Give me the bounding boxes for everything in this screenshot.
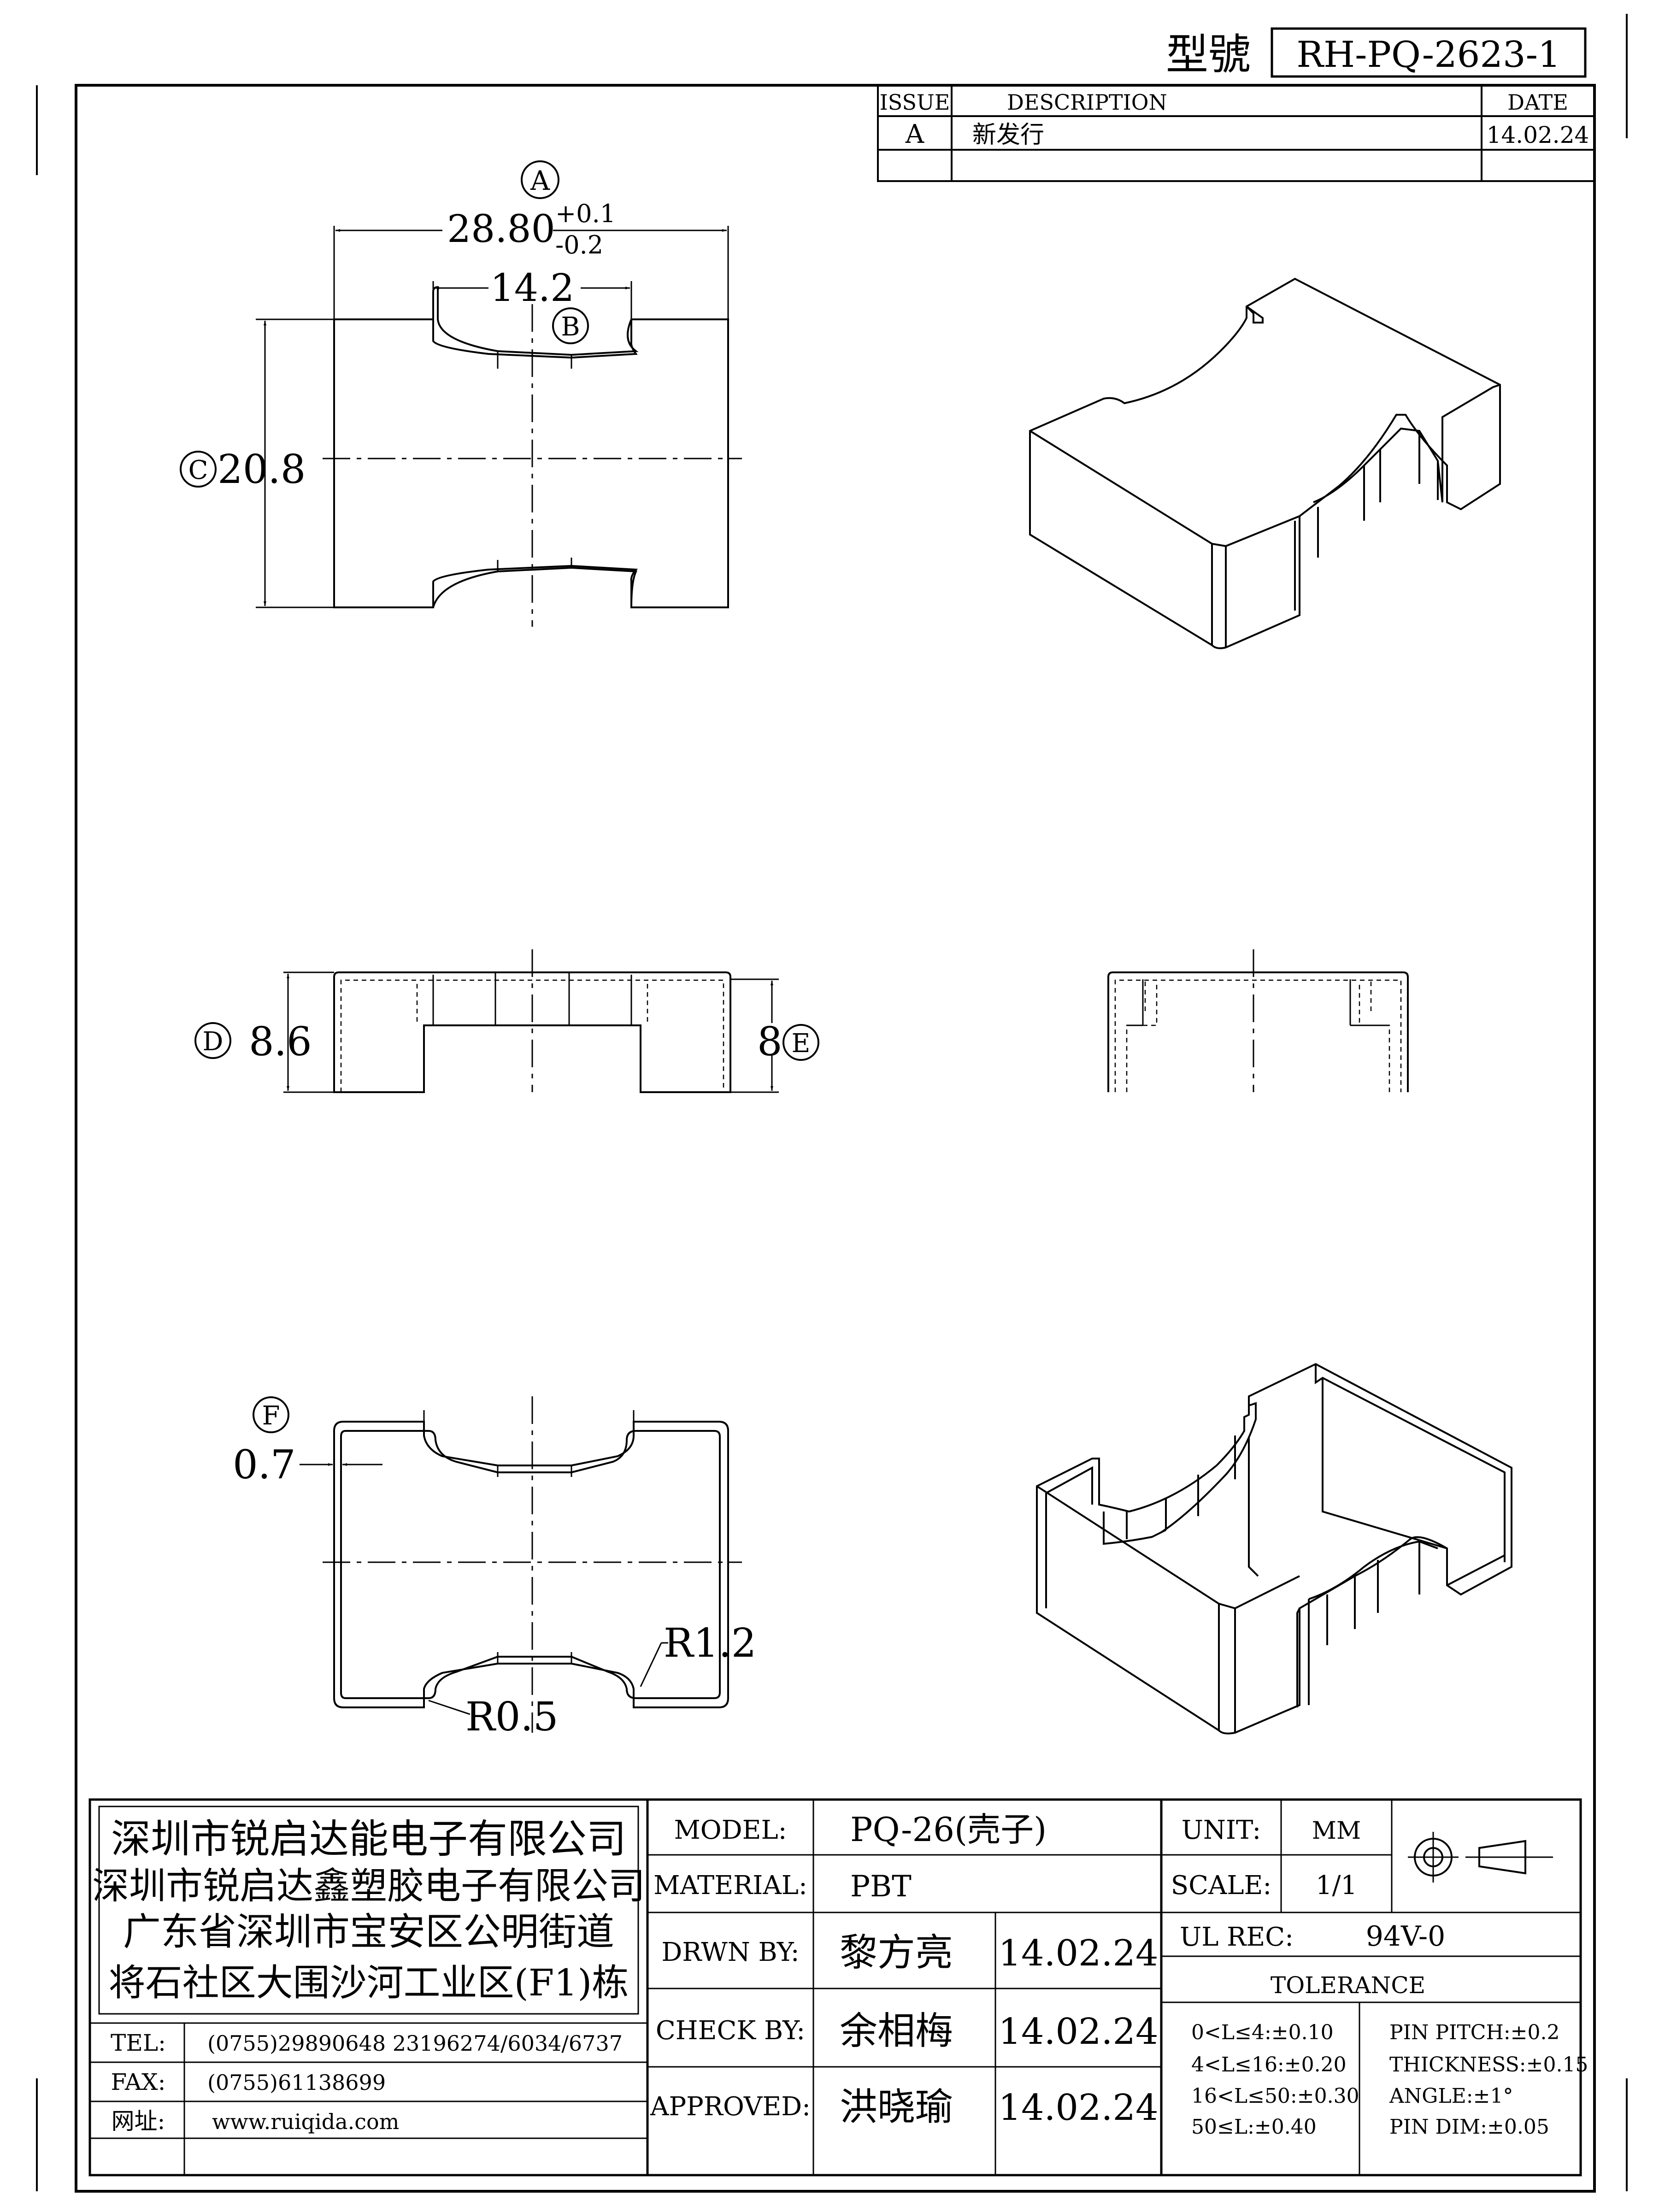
- projection-symbol: [1408, 1832, 1553, 1883]
- revision-col-date: DATE: [1507, 90, 1568, 115]
- bottom-view: F 0.7 R1.2 R0.5: [233, 1396, 757, 1740]
- radius-outer: R1.2: [664, 1620, 757, 1666]
- drawn-label: DRWN BY:: [661, 1937, 799, 1967]
- tolerance-label: TOLERANCE: [1271, 1972, 1425, 1999]
- callout-e: E: [792, 1029, 811, 1059]
- fax-value: (0755)61138699: [207, 2070, 386, 2095]
- dim-inner-height: 8: [757, 1019, 782, 1065]
- dim-wall-thickness: 0.7: [233, 1442, 296, 1488]
- scale-value: 1/1: [1316, 1871, 1357, 1900]
- drawn-date: 14.02.24: [998, 1933, 1158, 1974]
- drawn-by: 黎方亮: [840, 1931, 953, 1975]
- isometric-view-bottom: [1036, 1363, 1512, 1735]
- radius-inner: R0.5: [465, 1694, 559, 1740]
- ul-label: UL REC:: [1180, 1922, 1294, 1952]
- tolerance-left-4: 50≤L:±0.40: [1191, 2115, 1317, 2139]
- web-label: 网址:: [112, 2108, 165, 2135]
- revision-date-a: 14.02.24: [1487, 122, 1589, 148]
- tolerance-right-2: THICKNESS:±0.15: [1389, 2053, 1588, 2077]
- tolerance-right-4: PIN DIM:±0.05: [1389, 2115, 1549, 2139]
- dim-width-tol-lower: -0.2: [555, 230, 603, 259]
- tel-value: (0755)29890648 23196274/6034/6737: [207, 2031, 623, 2056]
- company-line-2: 深圳市锐启达鑫塑胶电子有限公司: [92, 1865, 645, 1907]
- model-number-header: 型號 RH-PQ-2623-1: [1166, 27, 1587, 79]
- callout-c: C: [188, 455, 208, 485]
- unit-value: MM: [1312, 1817, 1361, 1845]
- dim-height: 8.6: [249, 1019, 312, 1065]
- tolerance-left-2: 4<L≤16:±0.20: [1191, 2053, 1347, 2077]
- tolerance-right-1: PIN PITCH:±0.2: [1389, 2021, 1560, 2044]
- check-by: 余相梅: [840, 2009, 953, 2053]
- revision-col-issue: ISSUE: [880, 90, 950, 115]
- model-number-label: 型號: [1166, 30, 1251, 79]
- model-value: PQ-26(壳子): [850, 1810, 1047, 1849]
- model-label: MODEL:: [674, 1815, 787, 1845]
- callout-f: F: [262, 1401, 280, 1431]
- approved-label: APPROVED:: [650, 2092, 811, 2122]
- side-view: [1107, 949, 1409, 1092]
- revision-description-a: 新发行: [972, 121, 1044, 149]
- dim-depth: 20.8: [218, 447, 306, 493]
- check-date: 14.02.24: [998, 2011, 1158, 2053]
- dim-slot: 14.2: [490, 266, 575, 310]
- callout-d: D: [203, 1027, 224, 1057]
- callout-b: B: [561, 312, 580, 342]
- company-line-3: 广东省深圳市宝安区公明街道: [123, 1910, 614, 1954]
- model-number-value: RH-PQ-2623-1: [1296, 34, 1560, 76]
- top-view: A 28.80 +0.1 -0.2 14.2 B C 20.8: [180, 160, 742, 627]
- revision-col-description: DESCRIPTION: [1007, 90, 1167, 115]
- top-view-outline: [333, 286, 729, 608]
- front-view: D 8.6 8 E: [194, 949, 819, 1093]
- tolerance-right-3: ANGLE:±1°: [1389, 2084, 1513, 2108]
- fax-label: FAX:: [111, 2069, 166, 2095]
- approved-date: 14.02.24: [998, 2087, 1158, 2129]
- ul-value: 94V-0: [1366, 1920, 1446, 1953]
- sheet-frame: [36, 14, 1628, 2193]
- isometric-view-top: [1029, 277, 1501, 649]
- title-block: 深圳市锐启达能电子有限公司 深圳市锐启达鑫塑胶电子有限公司 广东省深圳市宝安区公…: [88, 1798, 1588, 2177]
- scale-label: SCALE:: [1171, 1871, 1272, 1900]
- callout-a: A: [530, 165, 550, 196]
- tolerance-left-3: 16<L≤50:±0.30: [1191, 2084, 1359, 2108]
- material-value: PBT: [850, 1870, 912, 1904]
- approved-by: 洪晓瑜: [840, 2085, 953, 2129]
- material-label: MATERIAL:: [653, 1871, 807, 1900]
- dim-width-tol-upper: +0.1: [555, 199, 616, 228]
- tel-label: TEL:: [111, 2030, 166, 2056]
- check-label: CHECK BY:: [656, 2016, 805, 2046]
- dim-width: 28.80: [447, 207, 555, 251]
- tolerance-left-1: 0<L≤4:±0.10: [1191, 2021, 1334, 2044]
- company-line-1: 深圳市锐启达能电子有限公司: [111, 1816, 626, 1862]
- revision-issue-a: A: [905, 119, 924, 149]
- unit-label: UNIT:: [1182, 1815, 1261, 1845]
- web-value: www.ruiqida.com: [212, 2109, 399, 2134]
- company-line-4: 将石社区大围沙河工业区(F1)栋: [109, 1961, 629, 2004]
- revision-table: ISSUE DESCRIPTION DATE A 新发行 14.02.24: [877, 84, 1595, 182]
